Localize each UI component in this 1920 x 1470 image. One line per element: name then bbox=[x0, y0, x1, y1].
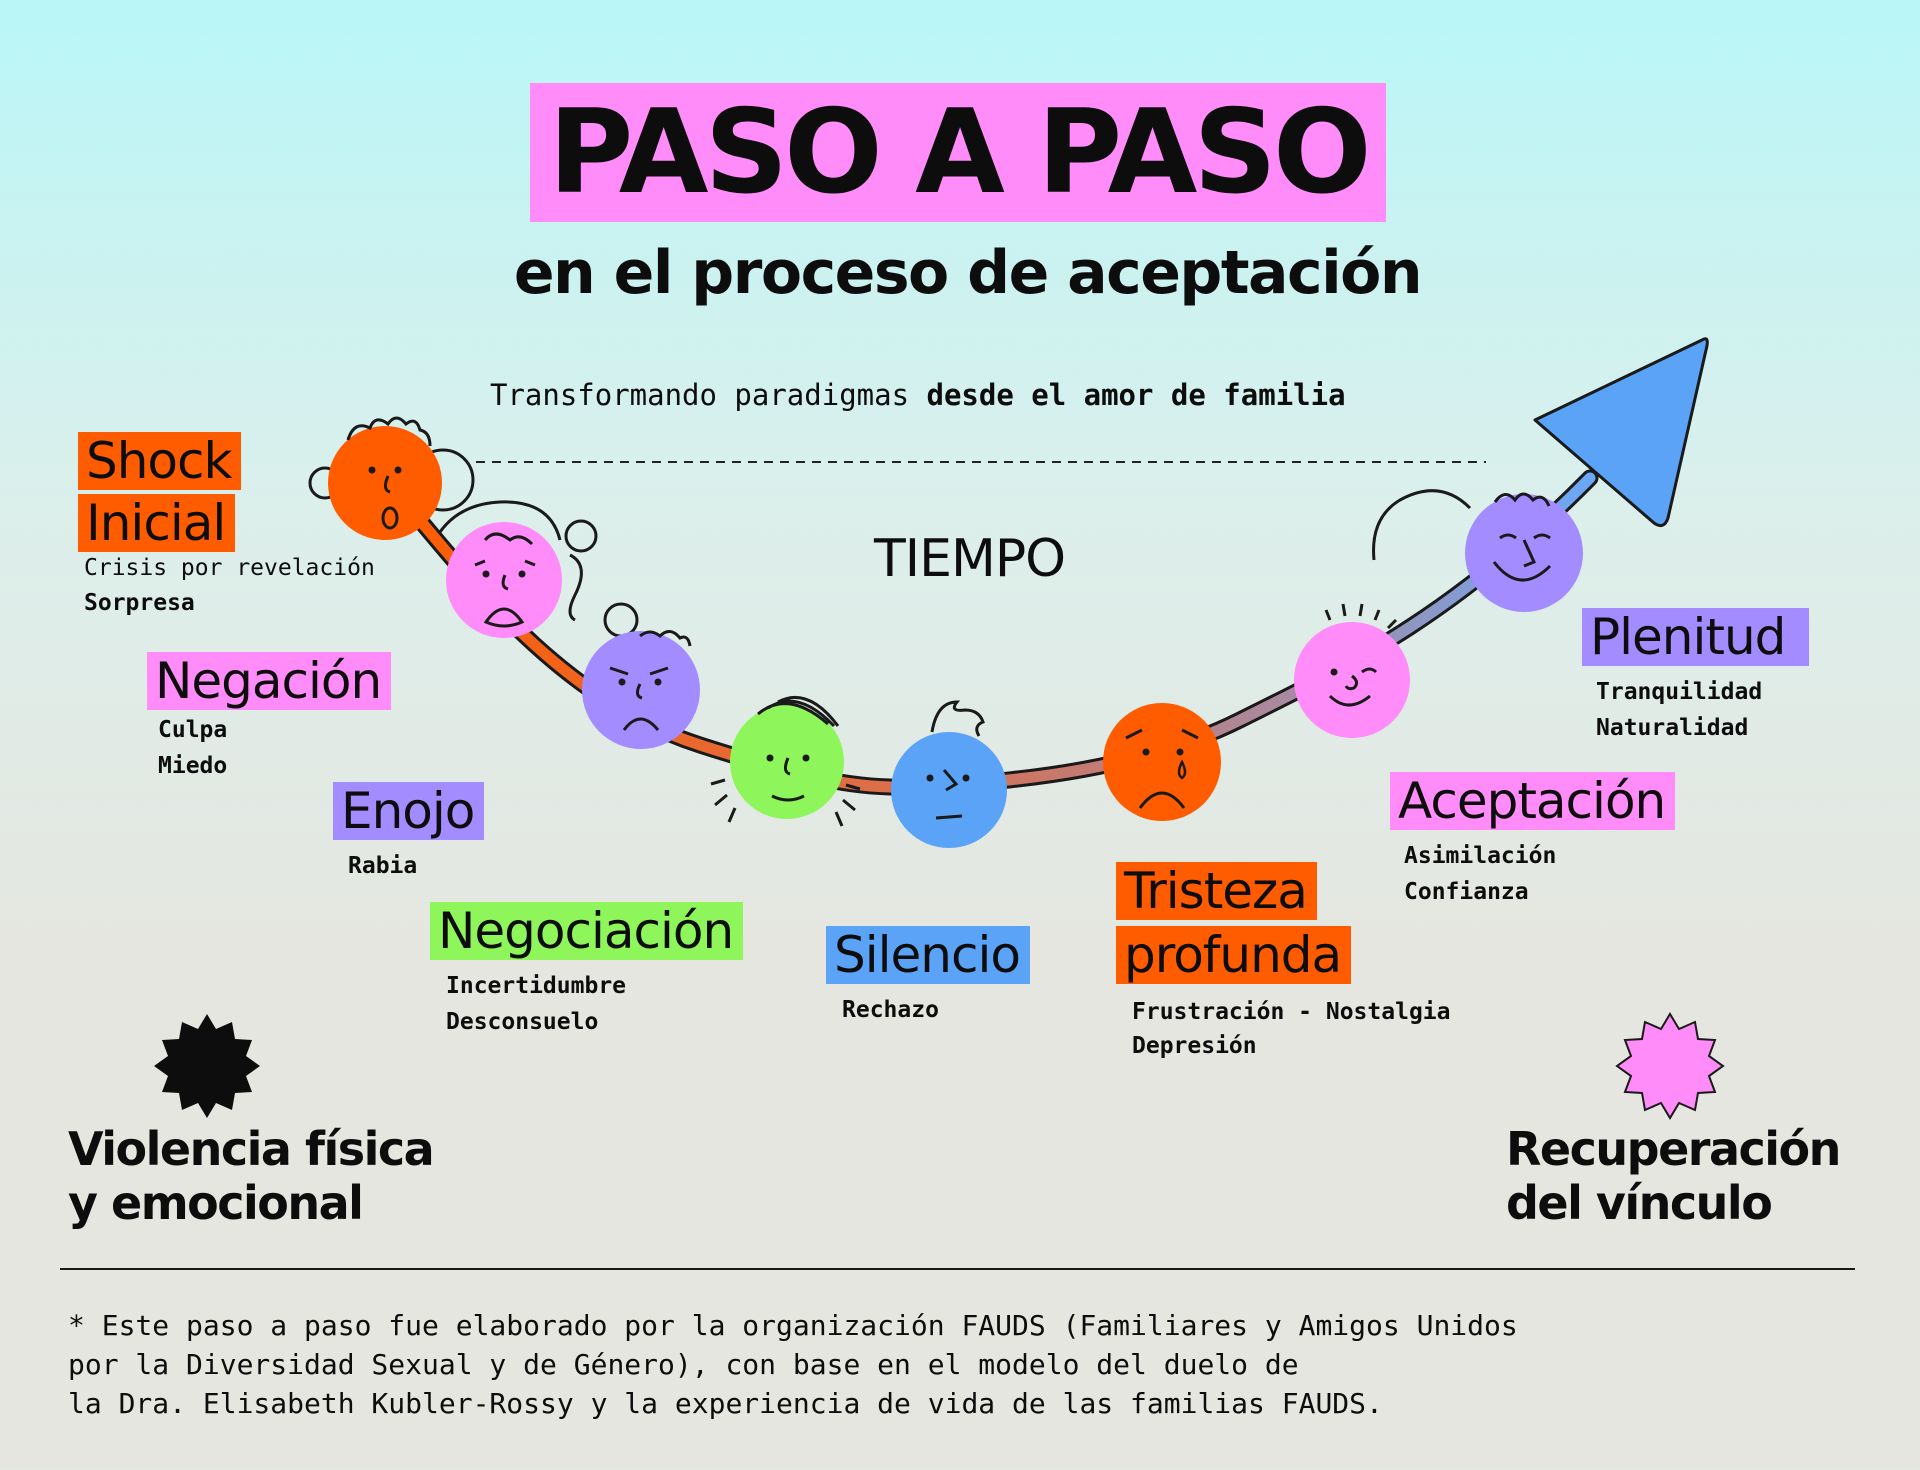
arrow-head-icon bbox=[1533, 337, 1709, 528]
tagline-normal: Transformando paradigmas bbox=[490, 378, 927, 412]
tagline-bold: desde el amor de familia bbox=[926, 378, 1346, 412]
stage-label-enojo: Enojo bbox=[333, 782, 485, 840]
stage-desc-plenitud-1: Tranquilidad bbox=[1596, 679, 1763, 705]
black-starburst-icon bbox=[154, 1014, 260, 1118]
page-subtitle: en el proceso de aceptación bbox=[513, 238, 1423, 308]
stage-label-profunda: profunda bbox=[1116, 926, 1352, 984]
stage-label-plenitud: Plenitud bbox=[1582, 608, 1810, 666]
sadness-face-icon bbox=[1103, 703, 1221, 821]
left-end-label: Violencia física y emocional bbox=[68, 1122, 435, 1230]
stage-desc-tristeza-2: Depresión bbox=[1132, 1033, 1257, 1059]
left-end-line1: Violencia física bbox=[68, 1122, 435, 1176]
plenitude-face-icon bbox=[1372, 489, 1583, 612]
stage-desc-plenitud-2: Naturalidad bbox=[1596, 715, 1749, 741]
axis-label-tiempo: TIEMPO bbox=[874, 529, 1066, 589]
stage-desc-tristeza-1: Frustración - Nostalgia bbox=[1132, 999, 1451, 1025]
denial-face-icon bbox=[438, 500, 598, 638]
footnote-line2: por la Diversidad Sexual y de Género), c… bbox=[68, 1348, 1299, 1381]
stage-label-negociacion: Negociación bbox=[430, 902, 744, 960]
stage-desc-silencio-1: Rechazo bbox=[842, 997, 939, 1023]
stage-desc-negacion-2: Miedo bbox=[158, 753, 228, 779]
stage-desc-shock-2: Sorpresa bbox=[84, 590, 195, 616]
footnote-line1: * Este paso a paso fue elaborado por la … bbox=[68, 1309, 1518, 1342]
stage-desc-negacion-1: Culpa bbox=[158, 717, 228, 743]
page-title: PASO A PASO bbox=[548, 84, 1371, 220]
acceptance-face-icon bbox=[1294, 603, 1410, 738]
negotiation-face-icon bbox=[710, 696, 861, 827]
stage-desc-shock-1: Crisis por revelación bbox=[84, 555, 375, 581]
stage-label-inicial: Inicial bbox=[78, 494, 236, 552]
anger-face-icon bbox=[582, 602, 700, 749]
right-end-line1: Recuperación bbox=[1506, 1122, 1841, 1176]
stage-desc-enojo-1: Rabia bbox=[348, 853, 418, 879]
stage-label-silencio: Silencio bbox=[826, 926, 1030, 984]
title-banner: PASO A PASO bbox=[530, 83, 1386, 222]
stage-desc-negociacion-1: Incertidumbre bbox=[446, 973, 627, 999]
footnote-line3: la Dra. Elisabeth Kubler-Rossy y la expe… bbox=[68, 1387, 1383, 1420]
stage-label-aceptacion: Aceptación bbox=[1390, 772, 1676, 830]
shock-face-icon bbox=[308, 416, 475, 540]
left-end-line2: y emocional bbox=[68, 1176, 364, 1230]
tagline: Transformando paradigmas desde el amor d… bbox=[490, 378, 1346, 412]
footnote: * Este paso a paso fue elaborado por la … bbox=[68, 1306, 1518, 1423]
footer-divider bbox=[60, 1268, 1855, 1270]
right-end-line2: del vínculo bbox=[1506, 1176, 1773, 1230]
right-end-label: Recuperación del vínculo bbox=[1506, 1122, 1841, 1230]
stage-label-tristeza: Tristeza bbox=[1116, 862, 1317, 920]
silence-face-icon bbox=[891, 700, 1007, 848]
pink-starburst-icon bbox=[1615, 1012, 1725, 1120]
stage-desc-aceptacion-1: Asimilación bbox=[1404, 843, 1557, 869]
stage-label-negacion: Negación bbox=[147, 652, 392, 710]
stage-desc-negociacion-2: Desconsuelo bbox=[446, 1009, 599, 1035]
stage-label-shock: Shock bbox=[78, 432, 242, 490]
stage-desc-aceptacion-2: Confianza bbox=[1404, 879, 1529, 905]
